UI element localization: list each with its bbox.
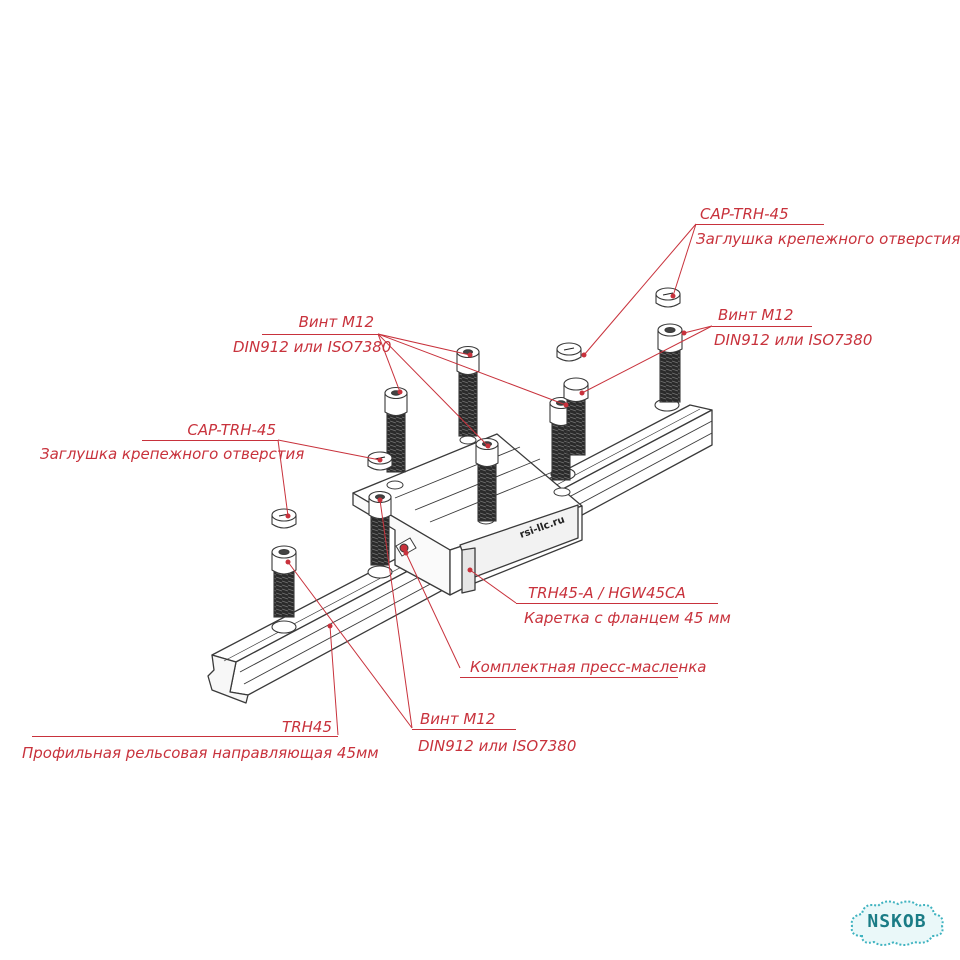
screw-top-right-name: Винт М12	[718, 306, 794, 324]
screw-top-left-rule	[262, 334, 378, 335]
grease-rule	[460, 677, 678, 678]
cap-top-right-code: CAP-TRH-45	[700, 205, 789, 223]
screw-rail-middle	[563, 377, 589, 456]
screw-rail-left	[271, 545, 297, 618]
cap-right-lower	[556, 342, 582, 362]
screw-top-left-name: Винт М12	[298, 313, 374, 331]
cap-left-code: CAP-TRH-45	[187, 421, 276, 439]
rail-desc: Профильная рельсовая направляющая 45мм	[22, 744, 379, 762]
carriage-rule	[516, 603, 718, 604]
carriage-desc: Каретка с фланцем 45 мм	[524, 609, 731, 627]
screw-bottom-spec: DIN912 или ISO7380	[418, 737, 577, 755]
screw-carriage-front-center	[475, 437, 499, 522]
watermark-text: NSKOB	[867, 911, 927, 932]
cap-left-rule	[142, 440, 278, 441]
carriage-code: TRH45-A / HGW45CA	[528, 584, 686, 602]
rail-code: TRH45	[282, 718, 332, 736]
screw-bottom-rule	[412, 729, 516, 730]
leader-lines	[277, 223, 713, 736]
rail-rule	[32, 736, 338, 737]
cloud-icon	[850, 900, 944, 946]
cap-right-upper	[655, 287, 681, 308]
cap-top-right-rule	[696, 224, 824, 225]
caps	[271, 287, 681, 529]
screw-top-right-spec: DIN912 или ISO7380	[714, 331, 873, 349]
grease-nipple	[395, 537, 417, 557]
screw-bottom-name: Винт М12	[420, 710, 496, 728]
cap-left-desc: Заглушка крепежного отверстия	[40, 445, 305, 463]
screw-top-left-spec: DIN912 или ISO7380	[233, 338, 392, 356]
grease-desc: Комплектная пресс-масленка	[470, 658, 707, 676]
screw-carriage-back-center	[456, 345, 480, 437]
screw-top-right-rule	[712, 326, 812, 327]
screw-rail-right	[657, 323, 683, 403]
cap-left-lower	[271, 508, 297, 529]
screw-carriage-front-left	[368, 490, 392, 566]
cap-top-right-desc: Заглушка крепежного отверстия	[696, 230, 960, 248]
watermark-badge: NSKOB	[848, 898, 946, 948]
leader-dots	[285, 293, 687, 629]
